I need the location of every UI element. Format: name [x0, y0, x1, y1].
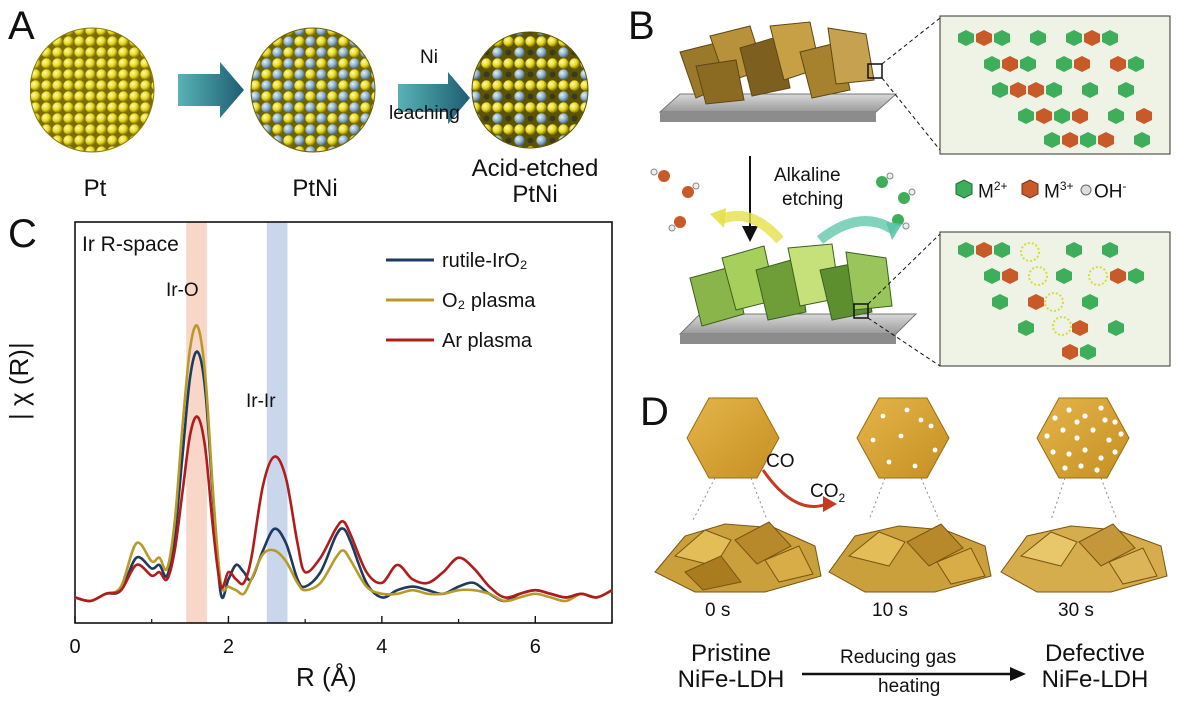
panel-d-letter: D	[640, 390, 669, 434]
panel-b-letter: B	[628, 4, 655, 48]
arrow-label-reducing-gas: Reducing gas	[840, 647, 957, 668]
x-tick-label: 6	[530, 636, 541, 658]
peak-label-ir-o: Ir-O	[166, 280, 199, 301]
series-line-2	[74, 324, 613, 603]
oh-legend-icon	[1080, 184, 1092, 196]
lattice-octahedra-defective	[958, 242, 1144, 360]
time-0s: 0 s	[705, 600, 731, 621]
arrow-right-icon	[1010, 667, 1026, 681]
step-etching: etching	[782, 189, 844, 210]
legend-label-2: O₂ plasma	[442, 290, 536, 312]
leached-ions-left	[650, 168, 700, 232]
arrow-label-ni: Ni	[420, 47, 438, 68]
x-tick-label: 2	[223, 636, 234, 658]
series-line-1	[74, 350, 613, 603]
arrow-label-heating: heating	[878, 676, 941, 697]
m2-legend-icon	[955, 179, 973, 199]
label-acid-etched-ptni: PtNi	[512, 181, 558, 208]
arrow-label-leaching: leaching	[389, 103, 460, 124]
panel-d-figure	[654, 397, 1168, 593]
ir-r-space-chart: 0 2 4 6 rutile-IrO₂ O₂ plasma Ar plasma	[69, 221, 613, 658]
ldh-pile-0s	[654, 521, 822, 593]
gas-co2: CO2	[810, 481, 846, 505]
label-pt: Pt	[83, 175, 107, 202]
chart-xlabel: R (Å)	[296, 662, 357, 692]
chart-ylabel: | χ (R)|	[4, 342, 34, 420]
pt-nanoparticle	[30, 28, 154, 152]
legend-label-3: Ar plasma	[442, 330, 533, 352]
plot-frame	[74, 221, 613, 624]
ldh-pile-30s	[1000, 523, 1168, 593]
gas-co: CO	[766, 451, 795, 472]
legend-oh-label: OH-	[1094, 179, 1127, 203]
step-alkaline: Alkaline	[774, 165, 841, 186]
leached-ions-right	[876, 172, 916, 230]
arrow-right-icon	[398, 72, 470, 124]
shaded-band-1	[186, 222, 207, 623]
chart-inner-title: Ir R-space	[82, 233, 179, 256]
x-tick-label: 4	[376, 636, 387, 658]
arrow-down-icon	[742, 226, 758, 242]
x-tick-label: 0	[69, 636, 80, 658]
panel-a-figure	[30, 27, 589, 153]
curved-arrow-icon	[823, 496, 837, 512]
m3-legend-icon	[1021, 179, 1039, 199]
acid-etched-ptni-nanoparticle	[472, 32, 588, 148]
label-defective: Defective	[1044, 640, 1146, 667]
legend-m3-label: M3+	[1044, 179, 1074, 203]
label-acid-etched: Acid-etched	[471, 155, 599, 182]
lattice-inset-defective	[939, 231, 1171, 367]
panel-c-letter: C	[8, 212, 37, 256]
ldh-nanosheets-etched	[689, 243, 893, 327]
shaded-band-2	[266, 222, 288, 623]
ptni-nanoparticle	[251, 28, 375, 152]
legend-label-1: rutile-IrO₂	[442, 250, 528, 272]
time-10s: 10 s	[872, 600, 908, 621]
time-30s: 30 s	[1058, 600, 1094, 621]
hexagon-pristine	[686, 397, 780, 479]
ldh-pile-10s	[828, 523, 992, 593]
arrow-right-icon	[178, 62, 244, 118]
panel-b-figure	[650, 15, 1171, 367]
peak-label-ir-ir: Ir-Ir	[246, 391, 276, 412]
label-pristine-ldh: NiFe-LDH	[677, 666, 785, 693]
hexagon-10s	[856, 397, 950, 479]
legend-m2-label: M2+	[978, 179, 1008, 203]
label-ptni: PtNi	[292, 175, 338, 202]
label-defective-ldh: NiFe-LDH	[1041, 666, 1149, 693]
process-arrow	[802, 667, 1026, 681]
panel-a-letter: A	[8, 4, 35, 48]
ldh-nanosheets-pristine	[679, 21, 875, 105]
label-pristine: Pristine	[690, 640, 772, 667]
lattice-octahedra	[958, 30, 1152, 148]
series-line-3	[74, 415, 613, 603]
